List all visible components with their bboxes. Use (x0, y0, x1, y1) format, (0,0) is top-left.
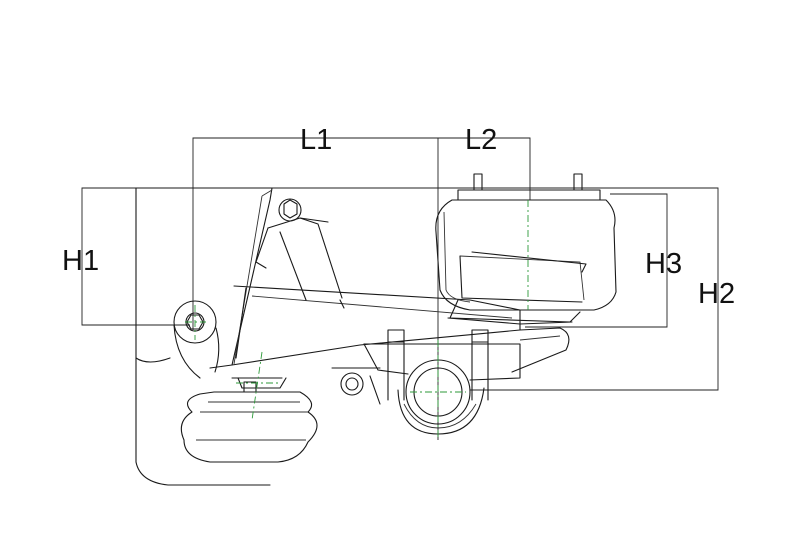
bracket-lug (340, 372, 364, 396)
dimension-label-L1: L1 (300, 124, 332, 156)
main-air-spring (435, 173, 617, 325)
lower-air-spring (180, 377, 318, 463)
dimension-H3-line (525, 193, 668, 328)
pivot-eye (173, 300, 220, 379)
dimension-lines (81, 137, 719, 440)
dimension-label-H1: H1 (62, 245, 99, 277)
dimension-label-H2: H2 (698, 278, 735, 310)
dimension-label-H3: H3 (645, 248, 682, 280)
dimension-H2-line (272, 187, 719, 391)
axle (397, 359, 485, 435)
dimension-label-L2: L2 (465, 124, 497, 156)
dimension-labels: L1 L2 H1 H2 H3 (62, 124, 735, 310)
dimension-L2-line (438, 137, 531, 200)
center-lines (185, 200, 529, 440)
dimension-L1-line (192, 137, 438, 330)
trailing-arm (231, 285, 521, 366)
shock-absorber (255, 198, 343, 301)
hanger-bracket (135, 187, 273, 486)
axle-seat (331, 327, 570, 405)
